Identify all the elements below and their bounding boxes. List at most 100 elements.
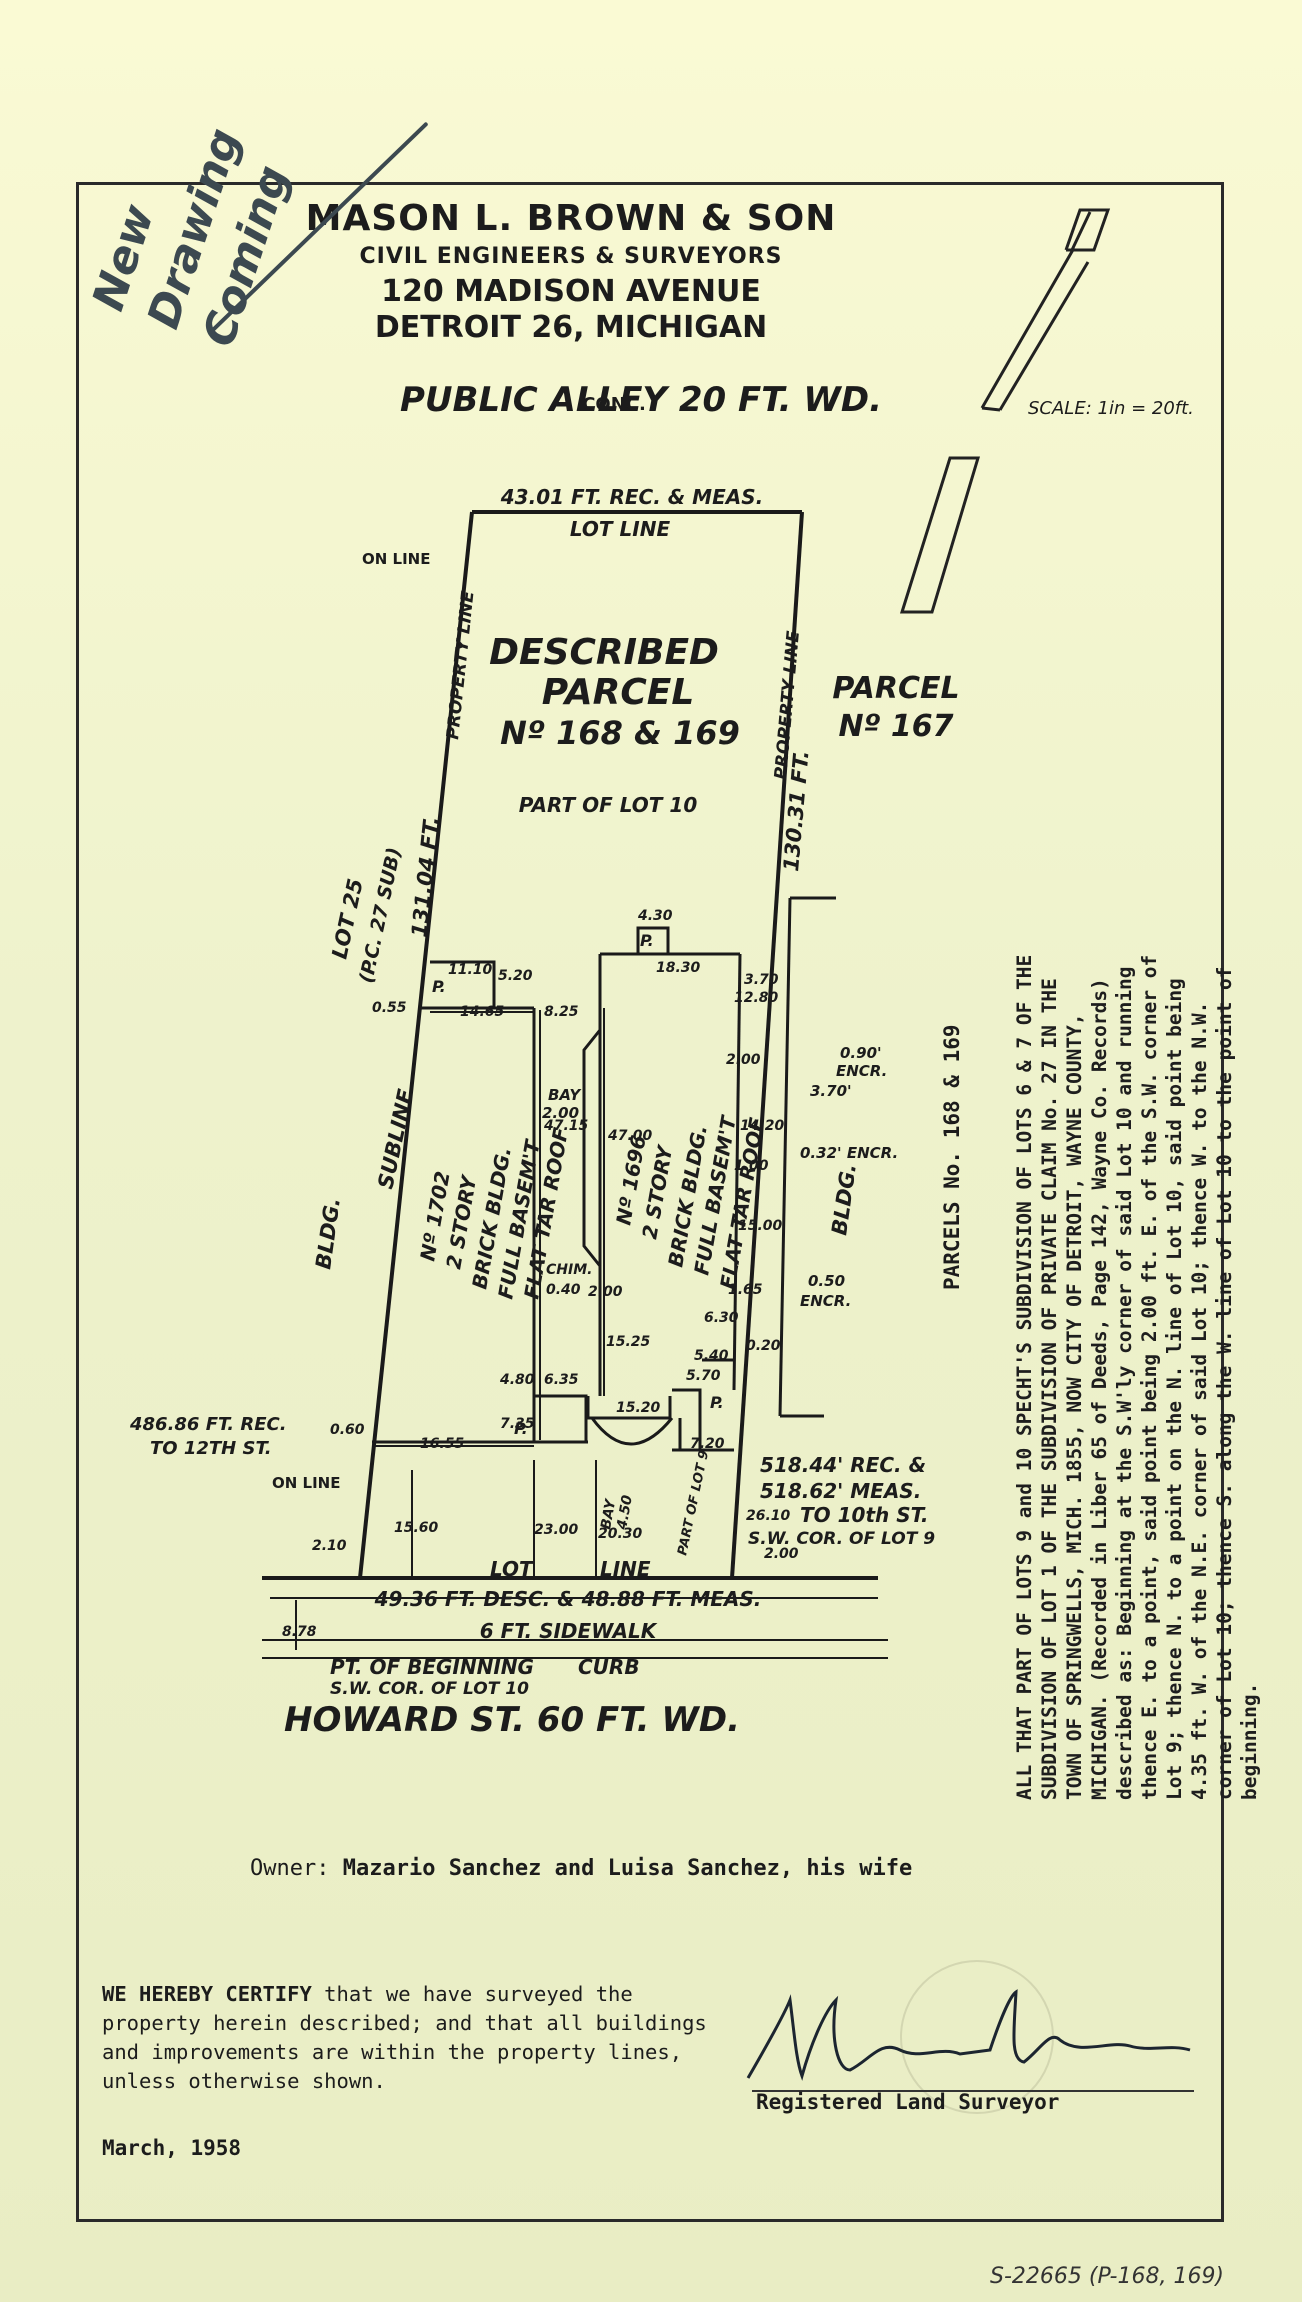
svg-text:7.20: 7.20 — [690, 1436, 725, 1452]
subline: SUBLINE — [373, 1086, 418, 1191]
left-side-dimension: 131.04 FT. — [407, 815, 444, 938]
owner-line: Owner: Mazario Sanchez and Luisa Sanchez… — [250, 1856, 912, 1881]
svg-text:P.: P. — [710, 1393, 724, 1412]
bottom-dimension: 49.36 FT. DESC. & 48.88 FT. MEAS. — [374, 1587, 762, 1611]
part-of-lot-9: PART OF LOT 9 — [675, 1449, 712, 1557]
north-arrow-icon — [899, 208, 1111, 614]
street-howard: HOWARD ST. 60 FT. WD. — [284, 1700, 741, 1740]
certification-lead: WE HEREBY CERTIFY — [102, 1982, 312, 2006]
svg-text:4.80: 4.80 — [499, 1372, 535, 1388]
on-line-bottom: ON LINE — [272, 1474, 340, 1492]
encroachment-4: 0.50 — [808, 1272, 845, 1290]
svg-text:7.35: 7.35 — [500, 1416, 535, 1432]
svg-text:P.: P. — [514, 1419, 528, 1438]
encroachment-4-label: ENCR. — [800, 1292, 851, 1310]
svg-text:5.40: 5.40 — [694, 1348, 729, 1364]
svg-text:20.30: 20.30 — [598, 1526, 643, 1542]
part-of-lot-10: PART OF LOT 10 — [519, 793, 698, 817]
svg-text:2.00: 2.00 — [726, 1052, 761, 1068]
certification-body: that we have surveyed the property herei… — [102, 1982, 707, 2093]
rec-distance-right-2: 518.62' MEAS. — [760, 1479, 921, 1503]
described-title-2: PARCEL — [542, 672, 695, 713]
svg-text:15.60: 15.60 — [394, 1520, 439, 1536]
svg-text:2.00: 2.00 — [588, 1284, 623, 1300]
owner-names: Mazario Sanchez and Luisa Sanchez, his w… — [342, 1856, 913, 1881]
rec-distance-left-2: TO 12TH ST. — [150, 1438, 272, 1459]
svg-text:26.10: 26.10 — [746, 1508, 791, 1524]
svg-text:8.25: 8.25 — [544, 1004, 579, 1020]
svg-text:4.30: 4.30 — [637, 908, 673, 924]
svg-text:1.65: 1.65 — [728, 1282, 763, 1298]
svg-text:12.80: 12.80 — [734, 990, 779, 1006]
file-number: S-22665 (P-168, 169) — [990, 2264, 1225, 2289]
property-line-left: PROPERTY LINE — [443, 590, 479, 741]
top-dimension: 43.01 FT. REC. & MEAS. — [500, 485, 763, 509]
scale-label: SCALE: 1in = 20ft. — [1028, 398, 1194, 419]
svg-text:2.10: 2.10 — [312, 1538, 347, 1554]
bay-bottom-dim: 4.50 — [614, 1494, 636, 1532]
parcel-boundary — [262, 510, 878, 1580]
street-public-alley: PUBLIC ALLEY 20 FT. WD. — [400, 380, 883, 420]
svg-text:3.70: 3.70 — [744, 972, 779, 988]
svg-text:47.00: 47.00 — [607, 1128, 653, 1144]
firm-name: MASON L. BROWN & SON — [305, 198, 837, 239]
encroachment-1-label: ENCR. — [836, 1062, 887, 1080]
buildings — [372, 926, 742, 1452]
svg-text:0.40: 0.40 — [546, 1282, 581, 1298]
svg-text:47.15: 47.15 — [543, 1118, 589, 1134]
bottom-lot-line-a: LOT — [490, 1557, 534, 1581]
embossed-seal-icon — [900, 1960, 1054, 2114]
svg-text:6.30: 6.30 — [704, 1310, 739, 1326]
svg-text:11.10: 11.10 — [448, 962, 493, 978]
adjacent-bldg-right — [778, 896, 836, 1418]
svg-text:16.55: 16.55 — [420, 1436, 465, 1452]
bay-bottom: BAY — [598, 1497, 619, 1531]
described-title-1: DESCRIBED — [489, 632, 719, 673]
alley-surface: CONC. — [582, 394, 646, 415]
top-lot-line: LOT LINE — [570, 517, 671, 541]
svg-text:6.35: 6.35 — [544, 1372, 579, 1388]
signature-title: Registered Land Surveyor — [756, 2090, 1060, 2114]
curb: CURB — [578, 1655, 640, 1679]
encroachment-1: 0.90' — [840, 1044, 882, 1062]
bay-top-dim: 2.00 — [542, 1104, 579, 1122]
encroachment-2: 3.70' — [810, 1082, 852, 1100]
chimney: CHIM. — [546, 1262, 592, 1278]
bldg-left: BLDG. — [311, 1196, 345, 1271]
rec-distance-left-1: 486.86 FT. REC. — [129, 1414, 287, 1435]
firm-subtitle: CIVIL ENGINEERS & SURVEYORS — [359, 244, 783, 269]
svg-text:15.20: 15.20 — [616, 1400, 661, 1416]
parcel-167-line-2: Nº 167 — [838, 709, 953, 744]
point-of-beginning: PT. OF BEGINNING — [330, 1655, 534, 1679]
svg-text:0.55: 0.55 — [372, 1000, 407, 1016]
svg-text:0.20: 0.20 — [746, 1338, 781, 1354]
lot-25-sub: (P.C. 27 SUB) — [355, 845, 405, 985]
dimension-values: 11.10 5.20 0.55 14.65 8.25 4.30 18.30 3.… — [282, 908, 799, 1640]
parcels-side-title: PARCELS No. 168 & 169 — [940, 1024, 964, 1290]
bottom-lot-line-b: LINE — [600, 1557, 651, 1581]
survey-date: March, 1958 — [102, 2136, 242, 2160]
bay-top: BAY — [548, 1086, 582, 1104]
svg-text:1.00: 1.00 — [734, 1158, 769, 1174]
plan-labels: CONC. 43.01 FT. REC. & MEAS. LOT LINE ON… — [129, 394, 960, 1699]
svg-text:8.78: 8.78 — [282, 1624, 317, 1640]
described-title-3: Nº 168 & 169 — [500, 714, 740, 752]
rec-distance-right-3: TO 10th ST. — [800, 1503, 928, 1527]
dimension-lines — [262, 1008, 888, 1659]
sidewalk: 6 FT. SIDEWALK — [480, 1619, 658, 1643]
bldg-right: BLDG. — [827, 1162, 861, 1237]
parcel-167-line-1: PARCEL — [832, 671, 959, 706]
encroachment-3: 0.32' ENCR. — [800, 1144, 898, 1162]
sw-corner-lot-9: S.W. COR. OF LOT 9 — [748, 1529, 935, 1549]
firm-address-street: 120 MADISON AVENUE — [381, 274, 761, 309]
svg-text:15.00: 15.00 — [738, 1218, 783, 1234]
owner-label: Owner: — [250, 1856, 330, 1881]
rec-distance-right-1: 518.44' REC. & — [760, 1453, 926, 1477]
legal-description: ALL THAT PART OF LOTS 9 and 10 SPECHT'S … — [1013, 954, 1261, 1800]
svg-text:5.70: 5.70 — [686, 1368, 721, 1384]
firm-address-city: DETROIT 26, MICHIGAN — [374, 310, 768, 345]
svg-text:P.: P. — [432, 977, 446, 996]
svg-text:18.30: 18.30 — [656, 960, 701, 976]
